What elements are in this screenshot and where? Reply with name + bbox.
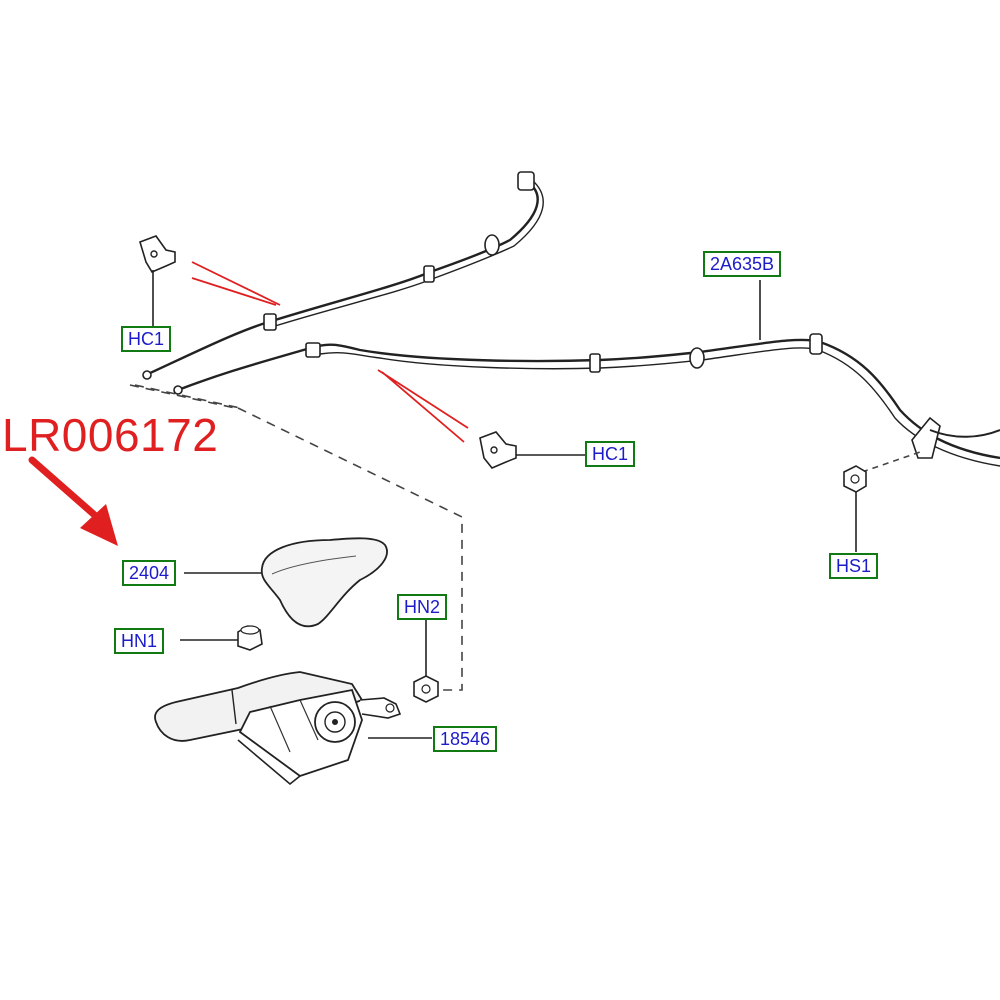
rear-cable-end-eye [173, 385, 183, 395]
hs1-screw [843, 465, 867, 493]
red-pointer-lines-upper [191, 261, 281, 306]
rear-cable-bracket [911, 416, 941, 459]
callout-hc1-lower: HC1 [585, 441, 636, 467]
cable-clip-upper [139, 235, 176, 274]
cable-clip-lower [479, 431, 517, 469]
front-cable-end-fitting [517, 171, 535, 191]
rear-cable-ferrule [305, 342, 321, 358]
rear-cable-grommet-2 [689, 347, 705, 369]
front-cable-grommet-2 [484, 234, 500, 256]
callout-nut-hn1: HN1 [114, 628, 165, 654]
callout-grip-2404: 2404 [122, 560, 177, 586]
rear-cable-grommet-3 [809, 333, 823, 355]
front-cable-end-eye [142, 370, 152, 380]
hn1-nut [237, 625, 263, 651]
assembly-dashed-outline-left [134, 384, 241, 409]
callout-cable-2a635b: 2A635B [703, 251, 782, 277]
callout-lever-18546: 18546 [433, 726, 498, 752]
lever-grip-seam [271, 555, 357, 575]
lever-assembly-18546 [154, 671, 402, 786]
front-cable-ferrule [263, 313, 277, 331]
hn2-nut [413, 675, 439, 703]
red-arrow-head [80, 504, 118, 546]
red-pointer-lines-lower [377, 369, 469, 443]
part-number-label: LR006172 [2, 409, 219, 461]
callout-nut-hn2: HN2 [397, 594, 448, 620]
red-arrow-shaft [28, 456, 102, 522]
front-cable [147, 181, 539, 376]
front-cable-grommet-1 [423, 265, 435, 283]
rear-cable-grommet-1 [589, 353, 601, 373]
rear-cable-split [929, 429, 1000, 438]
lever-grip-2404 [260, 537, 388, 628]
assembly-dashed-outline [129, 384, 463, 691]
front-cable-outer [274, 179, 544, 327]
callout-screw-hs1: HS1 [829, 553, 879, 579]
hs1-dashed-line [861, 451, 921, 473]
callout-hc1-upper: HC1 [121, 326, 172, 352]
